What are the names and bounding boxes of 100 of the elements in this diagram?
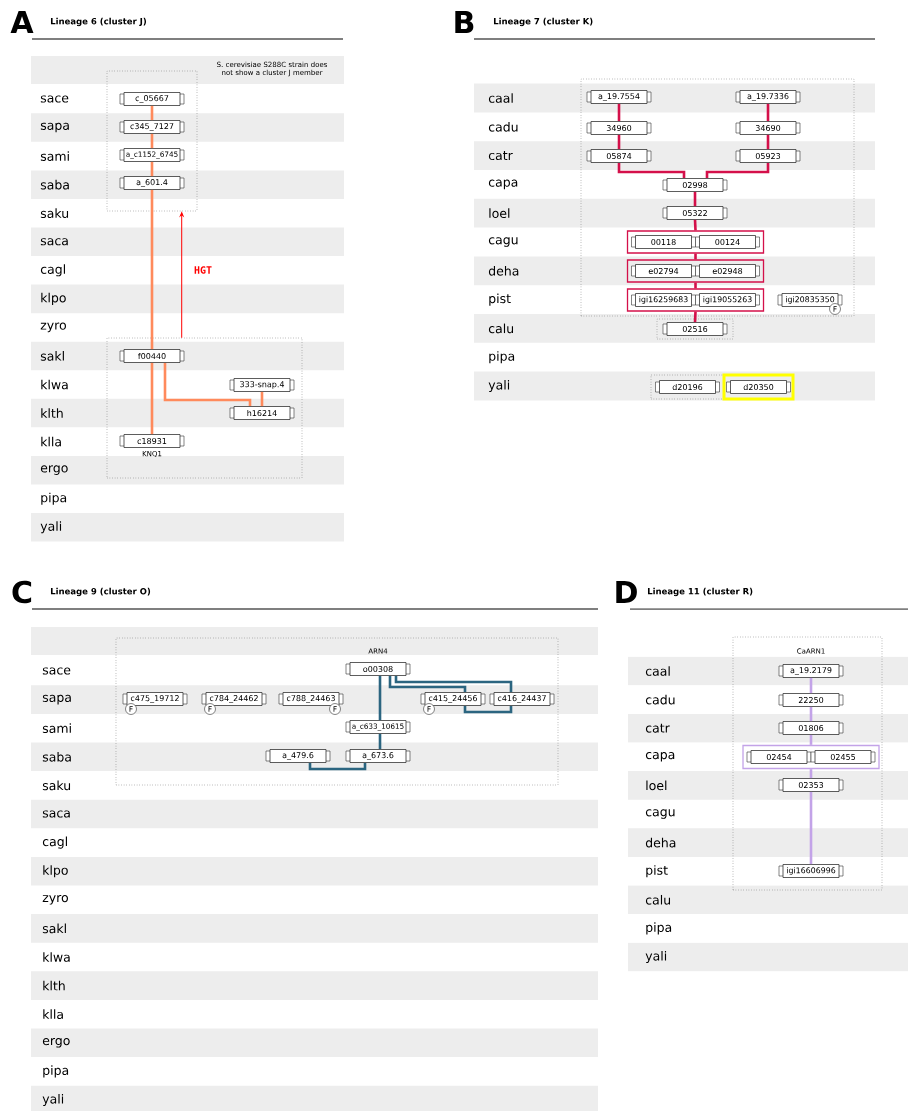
gene-box: 02998 [662,178,728,192]
connector-line [378,675,382,721]
species-label: loel [489,208,510,219]
species-label: ergo [40,465,68,475]
species-label: sami [40,151,69,161]
connector-line [693,219,697,231]
connector-line [388,675,467,693]
connector-line [463,705,513,714]
species-label: pist [646,865,668,878]
gene-box: 02516 [662,322,728,336]
gene-box: c_05667 [119,92,185,106]
species-label: yali [40,521,62,534]
species-label: calu [645,894,670,905]
species-label: capa [488,179,518,190]
connector-line [809,769,813,779]
species-label: zyro [42,895,68,905]
connector-line [809,734,813,745]
species-label: klwa [43,952,70,962]
connector-line [378,733,382,750]
connector-line [617,103,621,122]
species-label: deha [645,837,676,848]
panel-letter: D [616,581,637,603]
gene-box: a_673.6 [345,749,411,763]
panel-title: Lineage 6 (cluster J) [51,17,146,27]
gene-box: c416_24437 [489,692,555,706]
species-label: yali [42,1093,64,1107]
connector-line [617,134,621,150]
gene-box: c784_24462 [201,692,267,706]
gene-box: d20350 [726,380,791,394]
species-label: caal [488,93,513,103]
species-label: caal [645,666,670,676]
species-label: cadu [645,694,675,705]
species-label: saca [42,810,70,818]
connector-line [150,105,154,121]
species-label: yali [488,379,510,393]
gene-box: e02948 [695,264,760,278]
gene-box: c18931 [119,434,185,448]
gene-box: c415_24456 [420,692,486,706]
gene-box: a_479.6 [265,749,331,763]
arrow [179,212,184,339]
species-label: zyro [40,322,66,333]
gene-box: c475_19712 [122,692,188,706]
species-label: klwa [41,379,68,390]
gene-box: a_19.7554 [586,90,652,104]
gene-box: f00440 [119,349,185,363]
gene-box: 22250 [778,693,844,707]
gene-box: d20196 [655,380,720,394]
gene-box: 01806 [778,721,844,735]
panel-title: Lineage 7 (cluster K) [494,17,593,27]
connector-line [766,134,770,150]
connector-line [809,677,813,694]
connector-line [150,161,154,177]
species-label: cagl [40,264,65,277]
gene-box: 02454 [746,750,812,764]
species-label: pipa [489,351,515,364]
gene-box: 00124 [695,235,760,249]
connector-line [394,675,513,693]
gene-box: 05923 [735,149,801,163]
species-label: sami [42,723,71,734]
connector-line [150,362,154,435]
species-label: sapa [42,694,71,705]
species-label: klth [43,980,65,991]
connector-line [694,253,697,260]
species-label: deha [488,265,519,276]
species-label: catr [488,151,513,161]
species-label: calu [488,323,513,334]
gene-box: c788_24463 [278,692,344,706]
panel-letter: A [10,11,34,33]
gene-box: 34960 [586,121,652,135]
gene-box: 02353 [778,778,844,792]
connector-line [260,391,264,407]
gene-box: h16214 [229,406,295,420]
edge-label: HGT [192,265,214,275]
species-label: sakl [42,923,66,934]
gene-box: 02455 [810,750,876,764]
species-label: klpo [41,292,66,305]
gene-box: o00308 [345,662,411,676]
connector-line [705,162,770,179]
panel-title: Lineage 11 (cluster R) [648,587,753,597]
connector-line [693,311,697,323]
connector-line [766,103,770,122]
species-label: cagl [42,836,67,849]
species-label: saca [40,238,68,246]
gene-box: a_601.4 [119,176,185,190]
connector-line [163,362,252,407]
species-label: pipa [43,1065,69,1078]
species-label: sapa [40,122,69,133]
species-label: cagu [645,809,675,819]
species-label: saba [40,179,69,190]
gene-box: c345_7127 [119,120,185,134]
gene-box: a_19.2179 [778,664,844,678]
gene-box: 00118 [631,235,696,249]
species-label: catr [645,723,670,733]
species-label: saba [42,751,71,762]
species-label: pipa [646,922,672,935]
species-label: pist [489,293,511,306]
species-label: klpo [43,865,68,878]
connector-line [308,762,367,771]
connector-line [150,189,154,350]
connector-line [150,133,154,149]
